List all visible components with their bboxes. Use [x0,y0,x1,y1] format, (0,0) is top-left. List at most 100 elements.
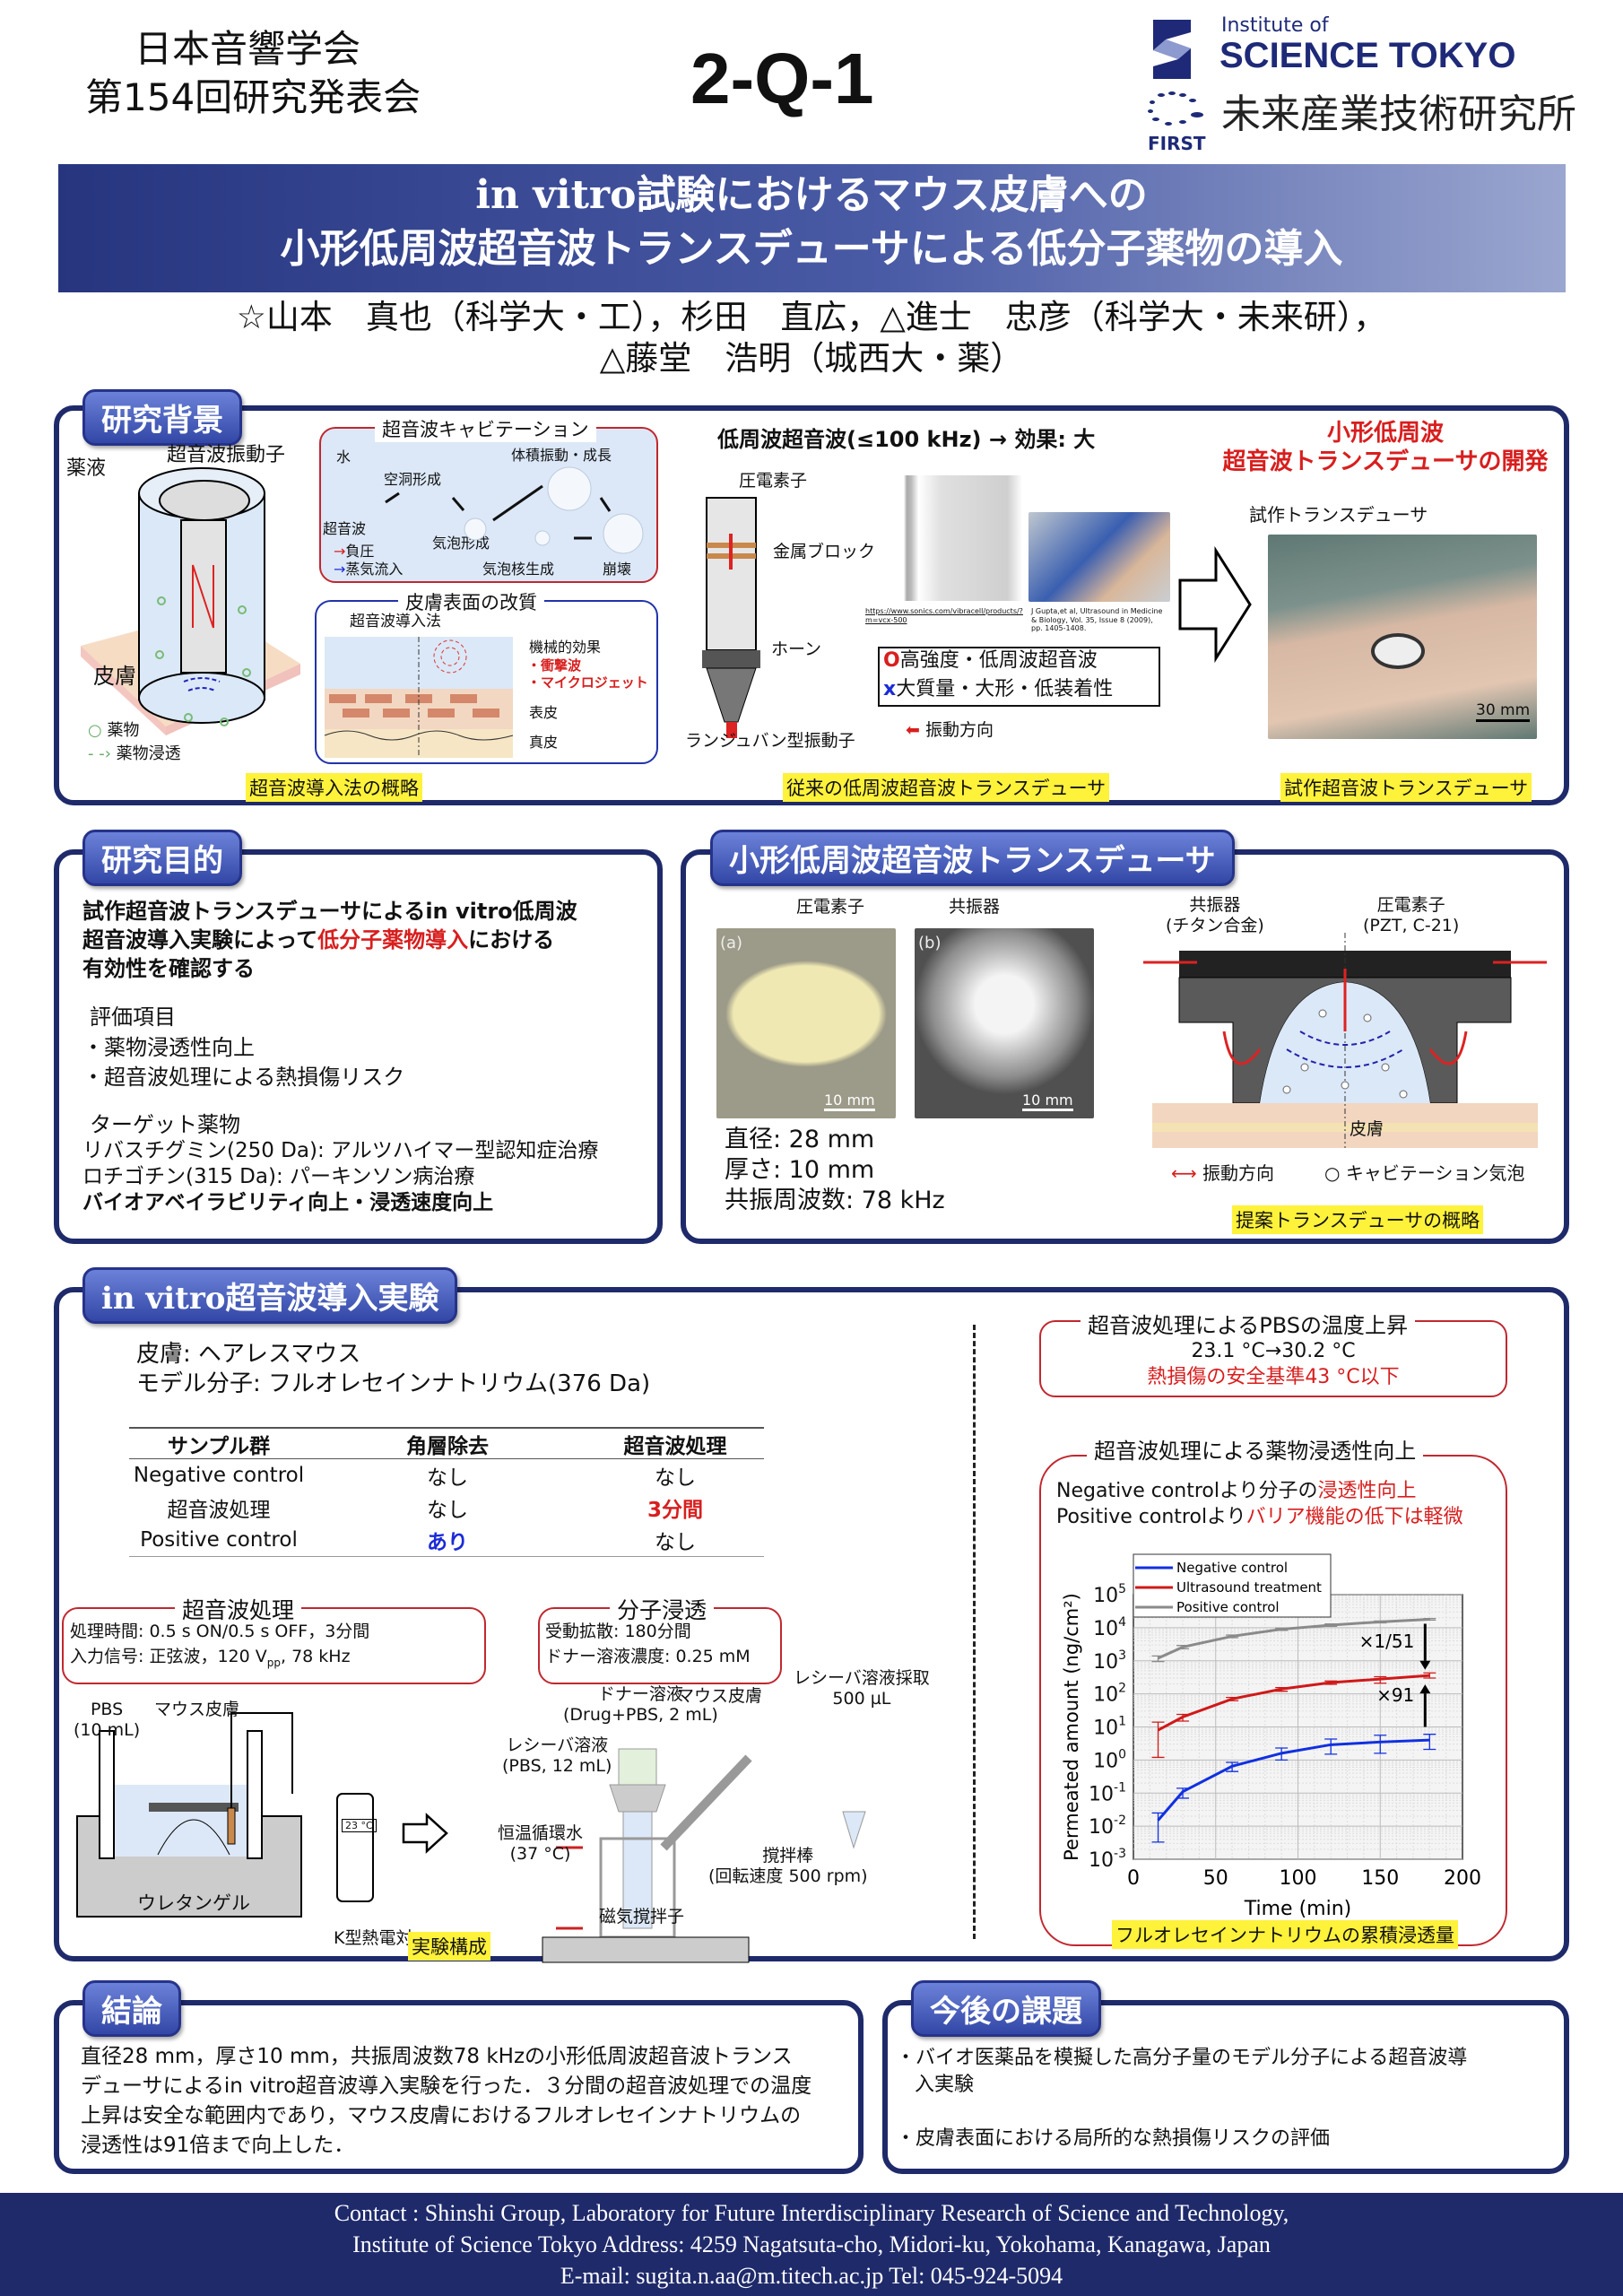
langevin-transducer-illustration [702,497,760,738]
target-goal: バイオアベイラビリティ向上・浸透速度向上 [82,1191,494,1214]
y-tick-label: 10-1 [1089,1780,1126,1805]
poster-id: 2-Q-1 [690,39,874,118]
caption-sonophoresis-overview: 超音波導入法の概略 [246,773,422,802]
label-epidermis: 表皮 [529,704,559,721]
caption-conventional-transducer: 従来の低周波超音波トランスデューサ [783,773,1110,802]
neg-pressure-text: 負圧 [345,543,375,560]
caption-cumulative-permeation: フルオレセインナトリウムの累積浸透量 [1112,1920,1458,1949]
label-circulating-water: 恒温循環水(37 °C) [498,1823,583,1865]
caption-proposed-transducer: 提案トランスデューサの概略 [1232,1205,1484,1234]
sonophoresis-cylinder-illustration [138,467,265,726]
title-line-2: 小形低周波超音波トランスデューサによる低分子薬物の導入 [280,226,1343,272]
label-donor: ドナー溶液(Drug+PBS, 2 mL) [563,1684,718,1726]
y-tick-label: 104 [1093,1615,1126,1640]
error-bar [1324,1623,1338,1627]
label-dermis: 真皮 [529,734,559,751]
diagram-legend-vibration: ⟷ 振動方向 [1171,1162,1274,1184]
table-header-row: サンプル群 角層除去 超音波処理 [129,1429,764,1459]
diagram-skin-label: 皮膚 [1350,1119,1384,1139]
x-axis-label: Time (min) [1244,1898,1352,1920]
error-bar [1275,1686,1289,1692]
table-cell: なし [427,1466,468,1490]
error-bar [1176,1713,1190,1722]
y-tick-label: 102 [1093,1682,1126,1707]
development-title-1: 小形低周波 [1326,420,1444,447]
x-tick-label: 0 [1127,1867,1140,1890]
us-box-line-2: 入力信号: 正弦波，120 Vpp, 78 kHz [70,1647,351,1669]
y-tick-label: 101 [1093,1715,1126,1740]
x-tick-label: 100 [1280,1867,1317,1890]
y-axis-label: Permeated amount (ng/cm²) [1061,1593,1082,1861]
table-cell: Negative control [133,1464,305,1487]
legend-vib-text: 振動方向 [1202,1162,1275,1184]
logo-lab-name: 未来産業技術研究所 [1221,91,1576,137]
error-bar [1423,1734,1436,1751]
label-skin: 皮膚 [93,664,136,689]
table-cell: あり [427,1531,468,1554]
development-title-2: 超音波トランスデューサの開発 [1222,448,1549,475]
pbs-vol: (10 mL) [74,1719,141,1740]
photo-panel-b: (b) 10 mm [915,928,1094,1118]
spec-diameter: 直径: 28 mm [725,1126,875,1153]
logo-science-tokyo: SCIENCE TOKYO [1219,36,1516,75]
label-ultrasonic-transducer: 超音波振動子 [167,444,286,466]
label-mouse-skin: マウス皮膚 [154,1700,240,1719]
x-tick-label: 150 [1361,1867,1399,1890]
donor: ドナー溶液 [597,1684,683,1704]
footer-line-1: Contact : Shinshi Group, Laboratory for … [334,2200,1289,2226]
photo-b-label: (b) [918,934,942,952]
eval-item-2: ・超音波処理による熱損傷リスク [82,1065,405,1090]
error-bar [1324,1738,1338,1755]
legend-drug: ○ 薬物 [88,721,139,741]
label-langevin: ランジュバン型振動子 [685,731,855,751]
pros-cons-box [878,647,1160,707]
y-tick-label: 10-3 [1089,1847,1126,1872]
us-line2-sub: pp [266,1656,281,1669]
diagram-resonator-material: (チタン合金) [1166,915,1264,935]
error-bar [1226,1634,1239,1639]
drug-circle-icon: ○ [88,721,108,740]
label-photo-resonator: 共振器 [949,897,1001,917]
sampling-vol: 500 µL [832,1688,891,1709]
error-bar [1275,1627,1289,1631]
con-text: x大質量・大形・低装着性 [883,678,1113,701]
donor-detail: (Drug+PBS, 2 mL) [563,1704,718,1725]
receiver-detail: (PBS, 12 mL) [502,1755,612,1776]
legend-perm-label: 薬物浸透 [116,744,181,763]
table-row: Negative control なし なし [129,1459,764,1492]
table-row: Positive control あり なし [129,1524,764,1556]
photo-a-scale: 10 mm [824,1091,875,1112]
table-cell: なし [655,1466,696,1490]
table-cell: なし [427,1499,468,1522]
cavitation-cycle-illustration [385,466,644,554]
diagram-resonator: 共振器 [1189,895,1241,915]
us-box-line-1: 処理時間: 0.5 s ON/0.5 s OFF，3分間 [70,1622,370,1641]
error-bar [1423,1672,1436,1679]
arrowhead-icon [1419,1660,1431,1670]
temp-note: 熱損傷の安全基準43 °C以下 [1147,1366,1400,1388]
legend-drug-label: 薬物 [107,721,140,740]
x-tick-label: 200 [1444,1867,1481,1890]
legend-label: Positive control [1176,1599,1280,1615]
future-item-1a: ・バイオ医薬品を模擬した高分子量のモデル分子による超音波導 [896,2047,1468,2069]
purpose-tag: 研究目的 [82,830,242,886]
section-divider [973,1325,976,1939]
y-tick-label: 105 [1093,1582,1126,1607]
society-name: 日本音響学会 [135,27,361,71]
title-banner [58,164,1566,292]
error-bar [1176,1645,1190,1650]
perm-finding-1: Negative controlより分子の浸透性向上 [1056,1480,1417,1503]
table-cell: なし [655,1531,696,1554]
us-line2: 入力信号: 正弦波，120 V [70,1647,267,1666]
label-nucleation: 気泡核生成 [482,561,555,578]
conclusion-line-2: デューサによるin vitro超音波導入実験を行った．３分間の超音波処理での温度 [81,2074,812,2098]
y-tick-label: 103 [1093,1648,1126,1674]
caption-setup: 実験構成 [408,1932,490,1961]
sample-table: サンプル群 角層除去 超音波処理 Negative control なし なし … [129,1427,764,1557]
big-right-arrow-icon [1178,545,1252,664]
purpose-lead-3: 有効性を確認する [82,956,255,981]
y-tick-label: 100 [1093,1747,1126,1772]
l2b: バリア機能の低下は軽微 [1245,1506,1463,1528]
diagram-piezo-material: (PZT, C-21) [1363,915,1460,935]
